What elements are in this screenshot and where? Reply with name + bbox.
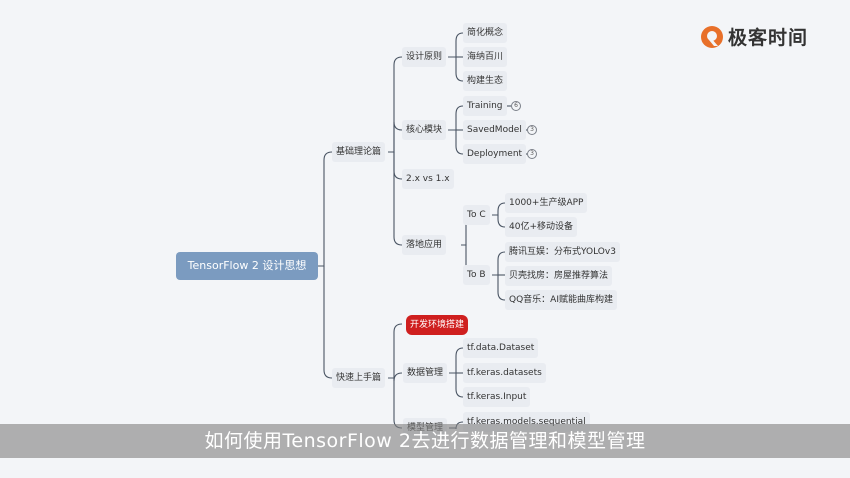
node-build-ecosystem[interactable]: 构建生态 [463,71,508,91]
node-core-modules[interactable]: 核心模块 [402,120,447,140]
node-section-quick[interactable]: 快速上手篇 [332,368,386,388]
collapsed-count-badge[interactable]: 6 [511,101,521,111]
mindmap-root-node[interactable]: TensorFlow 2 设计思想 [176,252,318,280]
node-version-compare[interactable]: 2.x vs 1.x [402,169,454,189]
node-tf-keras-datasets[interactable]: tf.keras.datasets [463,363,546,383]
subtitle-bar [0,424,850,458]
node-section-basic[interactable]: 基础理论篇 [332,142,386,162]
collapsed-count-badge[interactable]: 3 [527,125,537,135]
node-qqmusic[interactable]: QQ音乐：AI赋能曲库构建 [505,290,617,310]
node-design-principles[interactable]: 设计原则 [402,47,447,67]
node-env-setup-highlighted[interactable]: 开发环境搭建 [406,315,469,335]
node-applications[interactable]: 落地应用 [402,235,447,255]
brand-name: 极客时间 [728,27,809,49]
node-inclusive[interactable]: 海纳百川 [463,47,508,67]
node-tencent[interactable]: 腾讯互娱：分布式YOLOv3 [505,242,620,262]
node-tf-keras-input[interactable]: tf.keras.Input [463,387,531,407]
geektime-logo: 极客时间 [699,23,808,50]
node-deployment[interactable]: Deployment [463,144,527,164]
node-to-c[interactable]: To C [463,205,490,225]
node-devices-4b[interactable]: 40亿+移动设备 [505,217,577,237]
video-subtitle: 如何使用TensorFlow 2去进行数据管理和模型管理 [204,430,646,452]
collapsed-count-badge[interactable]: 3 [527,149,537,159]
node-to-b[interactable]: To B [463,265,490,285]
node-simplify-concepts[interactable]: 简化概念 [463,23,508,43]
node-beike[interactable]: 贝壳找房：房屋推荐算法 [505,266,613,286]
geektime-logo-icon [701,25,723,48]
node-apps-1000[interactable]: 1000+生产级APP [505,193,588,213]
node-tf-data-dataset[interactable]: tf.data.Dataset [463,338,539,358]
node-savedmodel[interactable]: SavedModel [463,120,526,140]
node-training[interactable]: Training [463,96,507,116]
node-data-management[interactable]: 数据管理 [403,363,448,383]
